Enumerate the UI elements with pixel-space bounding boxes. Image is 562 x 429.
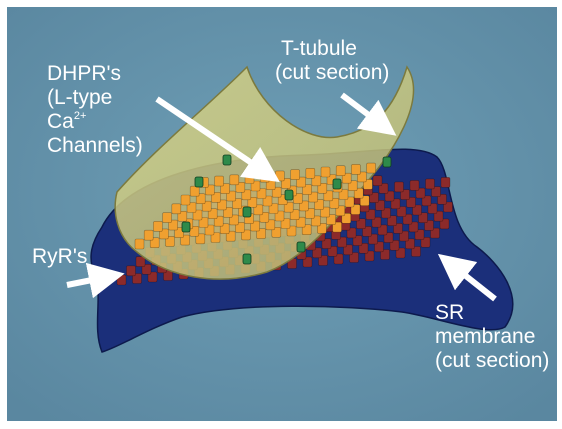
dhpr-label-charge: 2+ [74, 110, 87, 122]
tetrad-unit [172, 204, 181, 214]
dhpr-channel [297, 242, 305, 252]
sr-label: SR membrane (cut section) [435, 301, 549, 373]
dhpr-channel [285, 190, 293, 200]
ryr-label-text: RyR's [32, 245, 87, 268]
sr-label-line2: membrane [435, 325, 549, 349]
tetrad-unit [245, 174, 254, 184]
dhpr-channel [333, 179, 341, 189]
tetrad-unit [230, 175, 239, 185]
dhpr-channel [223, 155, 231, 165]
dhpr-channel [195, 177, 203, 187]
dhpr-label-line2: (L-type [47, 86, 143, 110]
dhpr-channel [182, 222, 190, 232]
ryr-unit [395, 182, 404, 192]
tetrad-unit [135, 239, 144, 249]
t-tubule-label-line2: (cut section) [275, 61, 389, 85]
ryr-unit [373, 176, 382, 186]
dhpr-channel [243, 207, 251, 217]
diagram-frame: DHPR's (L-type Ca2+ Channels) T-tubule (… [7, 7, 557, 421]
tetrad-unit [275, 171, 284, 181]
ryr-unit [127, 266, 136, 276]
tetrad-unit [144, 230, 153, 240]
ryr-unit [117, 275, 126, 285]
dhpr-label: DHPR's (L-type Ca2+ Channels) [47, 62, 143, 158]
sr-label-line3: (cut section) [435, 349, 549, 373]
tetrad-unit [321, 167, 330, 177]
tetrad-unit [291, 170, 300, 180]
ryr-unit [426, 179, 435, 189]
t-tubule-label-line1: T-tubule [275, 37, 389, 61]
ryr-unit [441, 177, 450, 187]
tetrad-unit [351, 164, 360, 174]
ryr-unit [136, 257, 145, 267]
t-tubule-label: T-tubule (cut section) [275, 37, 389, 85]
tetrad-unit [306, 168, 315, 178]
ryr-unit [410, 180, 419, 190]
tetrad-unit [190, 186, 199, 196]
tetrad-unit [367, 163, 376, 173]
dhpr-label-line4: Channels) [47, 134, 143, 158]
ryr-label: RyR's [32, 245, 87, 269]
sr-label-line1: SR [435, 301, 549, 325]
tetrad-unit [336, 166, 345, 176]
dhpr-channel [243, 254, 251, 264]
dhpr-channel [383, 157, 391, 167]
dhpr-label-line1: DHPR's [47, 62, 143, 86]
tetrad-unit [181, 195, 190, 205]
tetrad-unit [153, 221, 162, 231]
dhpr-label-ca: Ca [47, 110, 74, 133]
tetrad-unit [215, 176, 224, 186]
tetrad-unit [260, 172, 269, 182]
dhpr-label-line3: Ca2+ [47, 110, 143, 134]
tetrad-unit [163, 213, 172, 223]
